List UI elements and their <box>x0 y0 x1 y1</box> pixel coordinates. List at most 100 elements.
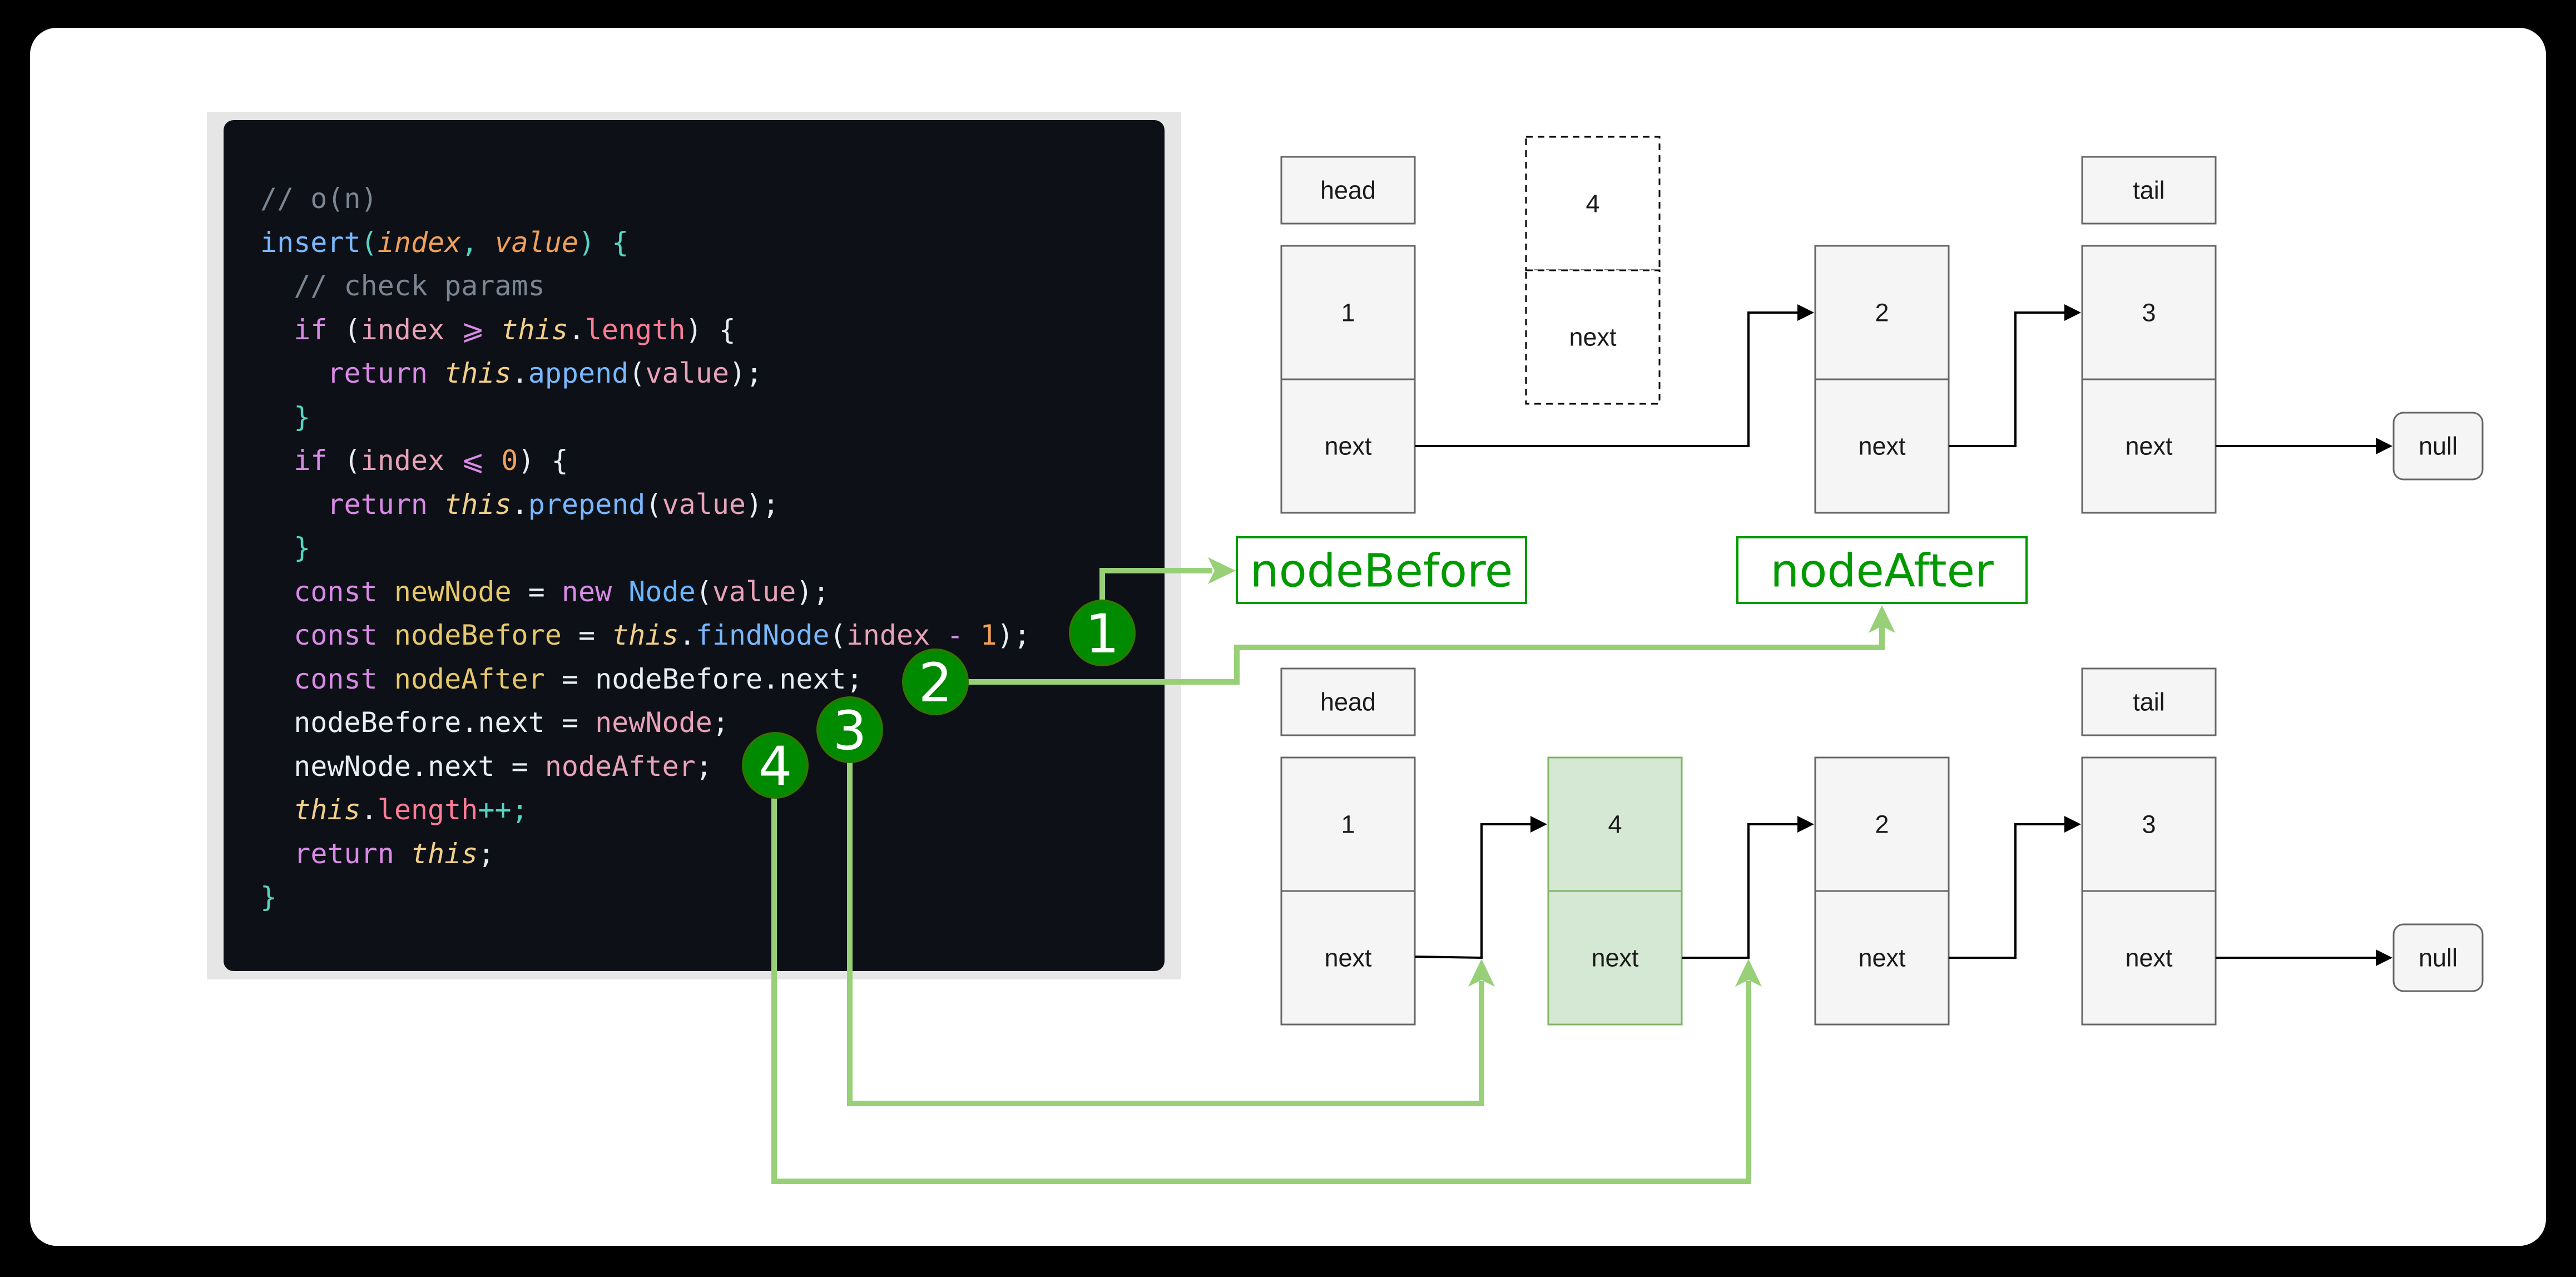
code-line: return this.prepend(value); <box>260 483 1031 527</box>
arrowhead <box>1797 816 1814 833</box>
code-line: // o(n) <box>260 177 1031 221</box>
node-value: 2 <box>1875 299 1889 327</box>
code-token: ( <box>645 488 662 521</box>
code-token: ( <box>628 357 646 389</box>
node-next-label: next <box>1324 944 1372 972</box>
code-token: Node <box>628 575 696 608</box>
top-list: head 1 next 4 next 2 next tail <box>1280 136 2484 514</box>
node-value-cell <box>1525 136 1661 271</box>
code-token: this <box>501 313 568 346</box>
pointer-arrow <box>1949 311 2079 447</box>
code-line: insert(index, value) { <box>260 221 1031 265</box>
null-box <box>2392 412 2484 481</box>
arrowhead <box>1208 557 1236 584</box>
badge-number: 1 <box>1085 603 1119 665</box>
step-badge-3: 3 <box>816 696 883 763</box>
node-value: 4 <box>1608 810 1622 839</box>
code-token: const <box>294 662 378 695</box>
code-token: ⩽ <box>444 444 502 477</box>
code-token: . <box>511 488 528 521</box>
node-next-cell <box>1280 378 1416 514</box>
head-label-box <box>1280 156 1416 225</box>
node-next-cell <box>2081 890 2217 1026</box>
new-node-4: 4 next <box>1525 136 1661 405</box>
code-token: value <box>645 357 729 389</box>
code-token: ( <box>327 444 361 477</box>
node-next-label: next <box>1858 432 1906 461</box>
code-token: 0 <box>501 444 518 477</box>
code-token: this <box>612 619 679 651</box>
tail-label: tail <box>2133 176 2165 205</box>
code-line: return this; <box>260 832 1031 876</box>
pointer-arrow <box>1682 823 1812 959</box>
code-line: this.length++; <box>260 788 1031 832</box>
node-value-cell <box>1547 756 1683 892</box>
code-token: - <box>930 619 980 651</box>
code-token: length <box>584 313 686 346</box>
code-token: // check params <box>260 270 545 302</box>
node-before-label: nodeBefore <box>1250 545 1513 598</box>
code-token: return <box>327 357 428 389</box>
code-token: // o(n) <box>260 182 378 215</box>
code-token: prepend <box>528 488 646 521</box>
node-3: 3 next <box>2081 756 2217 1026</box>
code-token: ( <box>327 313 361 346</box>
code-token: , <box>461 226 495 259</box>
null-box <box>2392 923 2484 992</box>
node-value-cell <box>1280 756 1416 892</box>
code-line: nodeBefore.next = newNode; <box>260 701 1031 745</box>
node-2: 2 next <box>1814 756 1950 1026</box>
badge-circle <box>1069 600 1136 666</box>
code-token: if <box>294 313 328 346</box>
code-token: ) { <box>578 226 629 259</box>
code-line: } <box>260 395 1031 439</box>
code-token: ) { <box>518 444 568 477</box>
code-token: nodeAfter <box>544 750 696 783</box>
code-token: ( <box>829 619 846 651</box>
code-token: append <box>528 357 629 389</box>
node-next-cell <box>1280 890 1416 1026</box>
node-next-cell <box>2081 378 2217 514</box>
arrowhead <box>2064 304 2081 321</box>
code-token: } <box>260 400 311 433</box>
code-token: return <box>294 837 394 870</box>
code-token: ; <box>712 706 729 739</box>
head-label: head <box>1320 176 1376 205</box>
arrowhead <box>1797 304 1814 321</box>
code-token: ⩾ <box>444 313 502 346</box>
head-label: head <box>1320 688 1376 716</box>
node-value: 3 <box>2142 299 2156 327</box>
code-token: const <box>294 575 378 608</box>
node-after-label-box <box>1736 536 2028 604</box>
arrowhead <box>2064 816 2081 833</box>
code-line: const nodeBefore = this.findNode(index -… <box>260 613 1031 657</box>
code-token: ( <box>360 226 378 259</box>
code-token: value <box>494 226 578 259</box>
node-next-label: next <box>1858 944 1906 972</box>
pointer-arrow <box>1949 823 2079 959</box>
node-after-label: nodeAfter <box>1770 545 1994 598</box>
badge-number: 4 <box>758 735 792 798</box>
code-line: newNode.next = nodeAfter; <box>260 745 1031 789</box>
node-value-cell <box>1814 756 1950 892</box>
node-2: 2 next <box>1814 245 1950 514</box>
code-token: nodeBefore.next = <box>260 706 596 739</box>
arrowhead <box>1468 959 1495 987</box>
node-next-cell <box>1814 890 1950 1026</box>
badge-number: 2 <box>918 652 952 714</box>
node-value: 1 <box>1341 810 1355 839</box>
arrowhead <box>1735 959 1762 987</box>
code-line: if (index ⩽ 0) { <box>260 439 1031 483</box>
node-3: 3 next <box>2081 245 2217 514</box>
pointer-arrow <box>1415 311 1812 447</box>
node-value: 2 <box>1875 810 1889 839</box>
code-line: if (index ⩾ this.length) { <box>260 308 1031 352</box>
badge-circle <box>742 732 809 799</box>
code-line: const nodeAfter = nodeBefore.next; <box>260 657 1031 701</box>
node-next-cell <box>1814 378 1950 514</box>
arrowhead <box>2376 438 2392 454</box>
badge-circle <box>816 696 883 763</box>
null-label: null <box>2419 944 2458 972</box>
badge-circle <box>902 649 969 715</box>
code-token: ++; <box>478 794 528 826</box>
